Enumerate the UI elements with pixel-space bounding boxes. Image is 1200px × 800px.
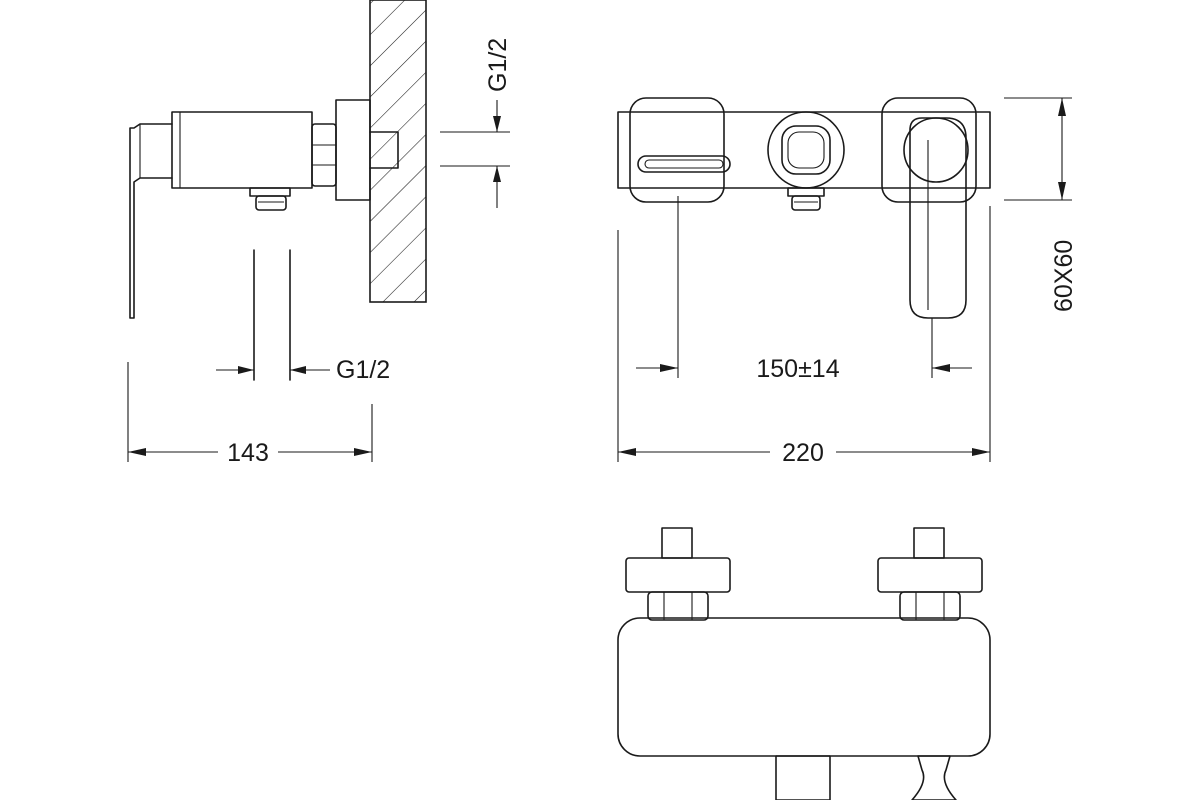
front-view-drawing: 60X60 150±14 220 <box>617 97 1078 467</box>
inlet-thread-label: G1/2 <box>484 38 512 92</box>
depth-label: 143 <box>227 439 269 467</box>
outlet-thread-label: G1/2 <box>336 356 390 384</box>
body-section-label: 60X60 <box>1050 240 1078 312</box>
top-view-drawing <box>617 527 991 800</box>
width-label: 220 <box>782 439 824 467</box>
side-view-drawing: G1/2 G1/2 143 <box>127 0 512 467</box>
inlet-spacing-label: 150±14 <box>756 355 839 383</box>
